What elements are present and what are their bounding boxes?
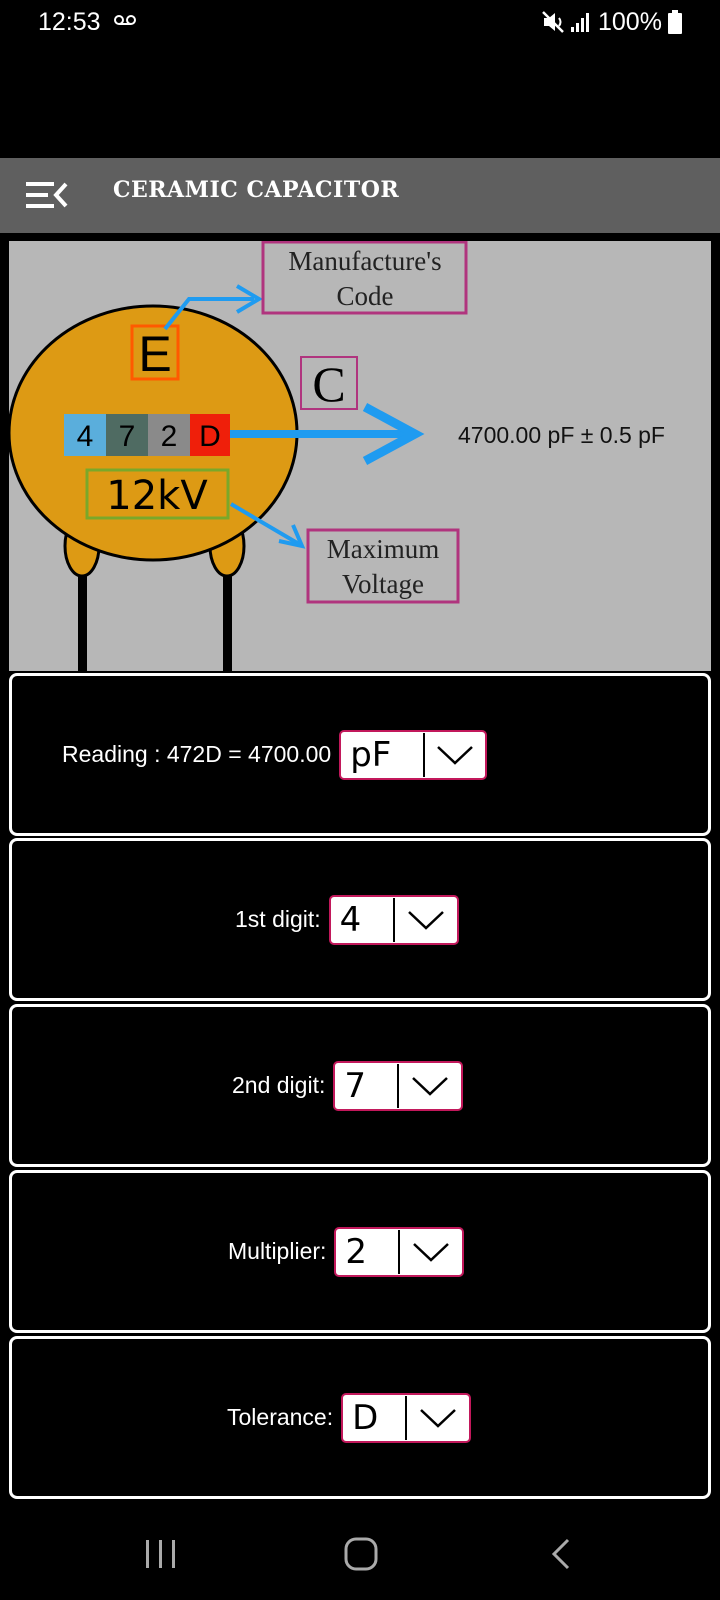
mute-icon	[542, 11, 564, 33]
multiplier-value: 2	[345, 1231, 368, 1272]
voltage-label-line1: Maximum	[327, 534, 440, 564]
result-arrow	[230, 430, 406, 438]
capacitor-diagram: E 4 7 2 D 12kV Manufacture's Code C Maxi…	[9, 241, 711, 671]
code-digit-box-3	[148, 414, 190, 456]
reading-panel: Reading : 472D = 4700.00 pF	[9, 673, 711, 836]
back-icon[interactable]	[550, 1538, 574, 1570]
tolerance-panel: Tolerance: D	[9, 1336, 711, 1499]
battery-icon	[668, 10, 682, 34]
manufacturer-arrow	[163, 297, 254, 331]
tolerance-value: D	[352, 1397, 379, 1438]
chevron-down-icon[interactable]	[399, 1063, 461, 1109]
voltage-arrow	[229, 502, 301, 546]
multiplier-select[interactable]: 2	[334, 1226, 465, 1277]
manufacturer-label-line1: Manufacture's	[288, 246, 441, 276]
second-digit-select[interactable]: 7	[333, 1060, 464, 1111]
code-digit-3: 2	[161, 420, 178, 453]
reading-text: Reading : 472D = 4700.00	[62, 741, 332, 767]
code-digit-4: D	[199, 420, 221, 453]
multiplier-panel: Multiplier: 2	[9, 1170, 711, 1333]
signal-icon	[571, 13, 589, 32]
code-digit-box-2	[106, 414, 148, 456]
battery-percent: 100%	[598, 8, 662, 36]
second-digit-panel: 2nd digit: 7	[9, 1004, 711, 1167]
second-digit-value: 7	[344, 1065, 366, 1106]
chevron-down-icon[interactable]	[407, 1395, 469, 1441]
voltage-label-line2: Voltage	[342, 569, 424, 599]
chevron-down-icon[interactable]	[425, 732, 485, 778]
chevron-down-icon[interactable]	[400, 1229, 462, 1275]
tolerance-code-box	[300, 356, 358, 410]
status-bar: 12:53 100%	[0, 0, 720, 46]
manufacturer-label-box	[261, 241, 468, 315]
capacitor-lead-left	[78, 561, 87, 671]
manufacturer-label-line2: Code	[337, 281, 394, 311]
code-digit-2: 7	[119, 420, 136, 453]
code-digit-box-1	[64, 414, 106, 456]
manufacturer-code-box	[130, 324, 180, 381]
code-digit-box-4	[190, 414, 230, 456]
status-time: 12:53	[38, 8, 101, 36]
unit-select[interactable]: pF	[339, 729, 488, 780]
app-bar	[0, 158, 720, 233]
tolerance-label: Tolerance:	[227, 1404, 334, 1430]
capacitor-illustration: E 4 7 2 D 12kV Manufacture's Code C Maxi…	[9, 241, 468, 671]
first-digit-panel: 1st digit: 4	[9, 838, 711, 1001]
first-digit-value: 4	[339, 899, 362, 940]
chevron-down-icon[interactable]	[395, 897, 457, 943]
menu-collapse-icon[interactable]	[24, 176, 70, 214]
capacitor-lead-right	[223, 561, 232, 671]
result-value: 4700.00 pF ± 0.5 pF	[458, 422, 665, 448]
voltage-label-box	[306, 528, 460, 604]
tolerance-select[interactable]: D	[341, 1392, 472, 1443]
voicemail-icon	[114, 15, 136, 25]
app-title: CERAMIC CAPACITOR	[113, 177, 400, 203]
unit-select-value: pF	[350, 734, 392, 775]
second-digit-label: 2nd digit:	[232, 1072, 326, 1098]
tolerance-code: C	[312, 356, 345, 412]
voltage-box	[85, 468, 230, 520]
code-digit-1: 4	[77, 420, 94, 453]
voltage-value: 12kV	[106, 473, 208, 519]
first-digit-label: 1st digit:	[235, 906, 321, 932]
recent-apps-icon[interactable]	[144, 1538, 178, 1570]
home-icon[interactable]	[344, 1537, 378, 1571]
first-digit-select[interactable]: 4	[328, 894, 459, 945]
manufacturer-code: E	[138, 326, 171, 382]
multiplier-label: Multiplier:	[228, 1238, 327, 1264]
